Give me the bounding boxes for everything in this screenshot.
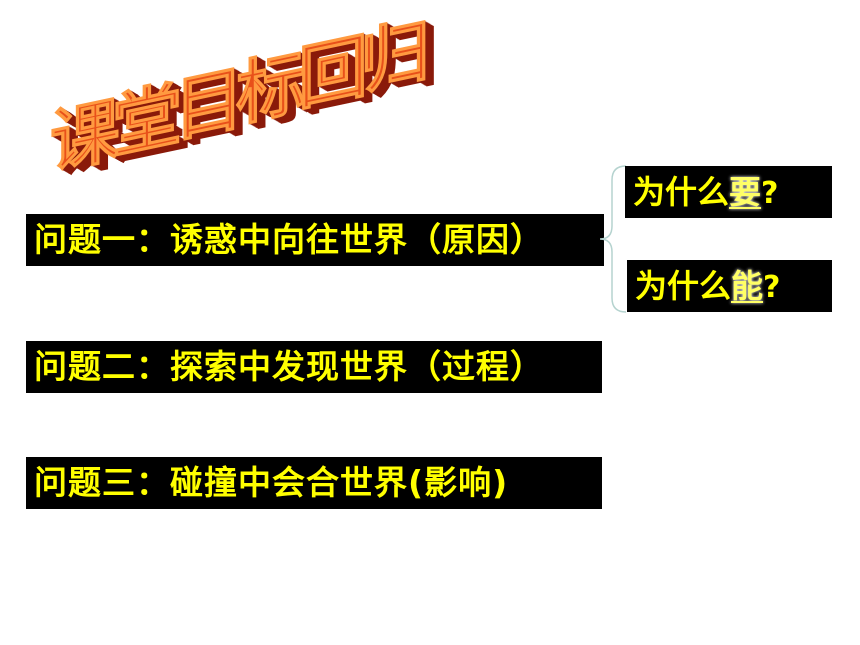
why-can-box: 为什么能?	[627, 260, 832, 312]
why-can-prefix: 为什么	[635, 267, 732, 305]
question-three-bar: 问题三：碰撞中会合世界(影响)	[26, 457, 602, 509]
svg-text:目: 目	[179, 58, 249, 155]
svg-text:归: 归	[369, 13, 439, 110]
svg-text:归: 归	[368, 12, 438, 109]
svg-text:课: 课	[51, 88, 121, 185]
svg-text:目: 目	[181, 60, 251, 157]
svg-text:堂: 堂	[121, 77, 191, 174]
svg-text:归: 归	[362, 9, 432, 106]
svg-text:目: 目	[177, 57, 247, 154]
svg-text:课: 课	[50, 88, 120, 185]
svg-text:归: 归	[364, 10, 434, 107]
question-two-bar: 问题二：探索中发现世界（过程）	[26, 341, 602, 393]
svg-text:目: 目	[178, 58, 248, 155]
question-one-bar: 问题一：诱惑中向往世界（原因）	[26, 214, 604, 266]
svg-text:回: 回	[307, 29, 377, 126]
why-want-box: 为什么要?	[625, 166, 832, 218]
svg-text:标: 标	[244, 44, 314, 141]
svg-text:回: 回	[301, 25, 371, 122]
svg-text:标: 标	[242, 43, 312, 140]
svg-text:课: 课	[55, 91, 125, 188]
svg-text:标: 标	[239, 41, 309, 138]
svg-text:课: 课	[54, 90, 124, 187]
why-want-prefix: 为什么	[633, 173, 730, 211]
svg-text:回: 回	[306, 28, 376, 125]
svg-text:标: 标	[245, 45, 315, 142]
svg-text:课: 课	[55, 90, 125, 187]
svg-text:堂: 堂	[119, 76, 189, 173]
svg-text:堂: 堂	[113, 72, 183, 169]
svg-text:目: 目	[179, 59, 249, 156]
svg-text:堂: 堂	[115, 73, 185, 170]
svg-text:目: 目	[175, 56, 245, 153]
why-want-suffix: ?	[761, 176, 779, 211]
svg-text:课: 课	[59, 93, 129, 190]
svg-text:课: 课	[52, 89, 122, 186]
svg-text:回: 回	[303, 26, 373, 123]
svg-text:标: 标	[238, 41, 308, 138]
wordart-title: 课课课课课课课课课课课堂堂堂堂堂堂堂堂堂堂堂目目目目目目目目目目目标标标标标标标…	[40, 7, 440, 190]
svg-text:归: 归	[360, 8, 430, 105]
question-one-label: 问题一：诱惑中向往世界（原因）	[34, 220, 544, 259]
svg-text:回: 回	[303, 27, 373, 124]
svg-text:目: 目	[174, 56, 244, 153]
svg-text:堂: 堂	[118, 75, 188, 172]
svg-text:标: 标	[243, 44, 313, 141]
svg-text:课: 课	[56, 91, 126, 188]
wordart-title-graphic: 课课课课课课课课课课课堂堂堂堂堂堂堂堂堂堂堂目目目目目目目目目目目标标标标标标标…	[50, 7, 439, 190]
svg-text:标: 标	[240, 42, 310, 139]
brace-connector	[599, 165, 627, 313]
svg-text:课: 课	[53, 89, 123, 186]
svg-text:堂: 堂	[117, 75, 187, 172]
svg-text:归: 归	[367, 12, 437, 109]
question-two-label: 问题二：探索中发现世界（过程）	[34, 347, 544, 386]
svg-text:目: 目	[183, 61, 253, 158]
svg-text:归: 归	[365, 10, 435, 107]
svg-text:标: 标	[241, 42, 311, 139]
svg-text:归: 归	[363, 9, 433, 106]
svg-text:课: 课	[58, 92, 128, 189]
why-want-emphasis: 要	[729, 173, 762, 211]
svg-text:标: 标	[237, 40, 307, 137]
svg-text:目: 目	[180, 59, 250, 156]
svg-text:堂: 堂	[116, 74, 186, 171]
svg-text:回: 回	[305, 28, 375, 125]
question-three-label: 问题三：碰撞中会合世界(影响)	[34, 463, 509, 502]
why-can-suffix: ?	[763, 270, 781, 305]
svg-text:回: 回	[298, 24, 368, 121]
why-can-emphasis: 能	[731, 267, 764, 305]
svg-text:回: 回	[300, 25, 370, 122]
svg-text:堂: 堂	[117, 74, 187, 171]
svg-text:目: 目	[182, 60, 252, 157]
svg-text:标: 标	[241, 43, 311, 140]
svg-text:回: 回	[299, 24, 369, 121]
svg-text:堂: 堂	[112, 72, 182, 169]
svg-text:课: 课	[57, 92, 127, 189]
svg-text:归: 归	[365, 11, 435, 108]
svg-text:回: 回	[302, 26, 372, 123]
svg-text:标: 标	[236, 40, 306, 137]
svg-text:归: 归	[361, 8, 431, 105]
svg-text:目: 目	[176, 57, 246, 154]
svg-text:回: 回	[304, 27, 374, 124]
svg-text:归: 归	[366, 11, 436, 108]
svg-text:堂: 堂	[114, 73, 184, 170]
svg-text:堂: 堂	[120, 76, 190, 173]
